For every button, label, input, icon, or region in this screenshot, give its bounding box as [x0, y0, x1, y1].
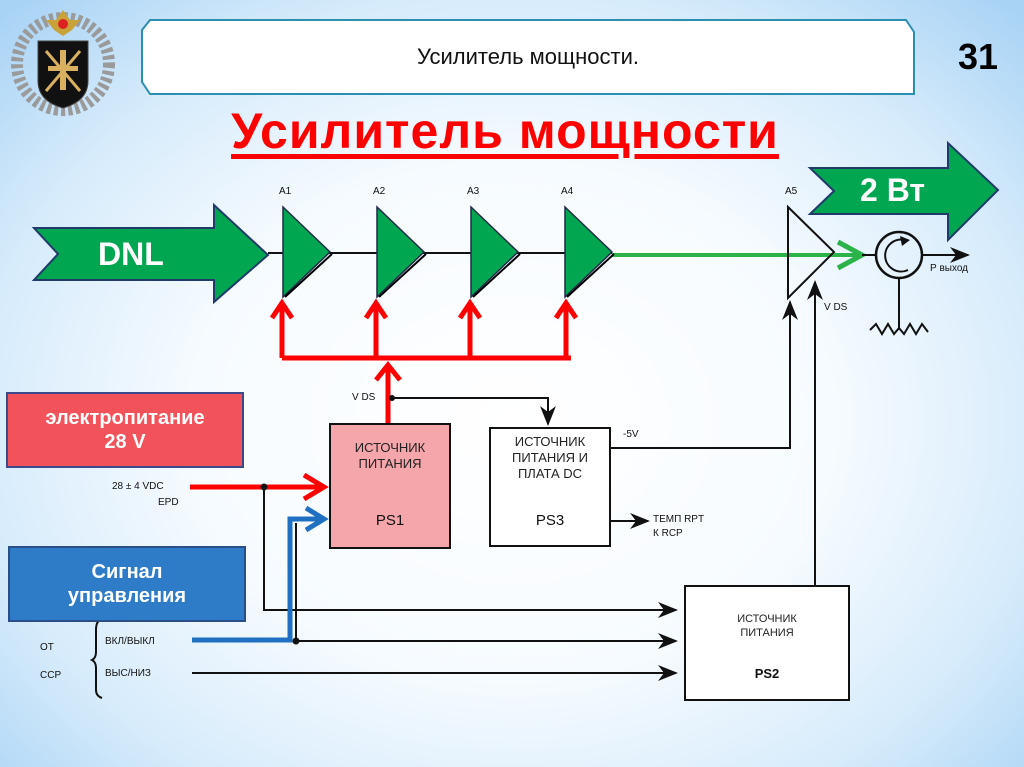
page-heading: Усилитель мощности — [231, 103, 779, 159]
ps2-title-line2: ПИТАНИЯ — [740, 627, 794, 639]
brace-icon — [89, 619, 103, 699]
ps3-title-line2: ПИТАНИЯ И — [512, 450, 588, 465]
supply-epd-label: EPD — [158, 497, 179, 508]
control-signal-info-box: Сигнал управления — [8, 546, 246, 622]
ps3-title: ИСТОЧНИК ПИТАНИЯ И ПЛАТА DC — [490, 434, 610, 482]
amp-label-a3: A3 — [467, 186, 480, 197]
output-arrow-label: 2 Вт — [860, 172, 926, 208]
temp-report-label: ТЕМП RPT — [653, 514, 705, 525]
temp-rcp-label: К RCP — [653, 528, 683, 539]
power-info-line2: 28 V — [104, 431, 146, 453]
ps3-block — [489, 427, 611, 547]
ps1-id: PS1 — [375, 512, 405, 529]
slide-number: 31 — [958, 36, 999, 77]
control-signal-on-off: ВКЛ/ВЫКЛ — [105, 636, 155, 647]
signal-info-line1: Сигнал — [91, 561, 163, 583]
ps3-neg-voltage-label: -5V — [623, 429, 639, 440]
control-source-label-1: ОТ — [40, 642, 54, 653]
amplifier-a5 — [787, 204, 836, 301]
amp-label-a5: A5 — [785, 186, 798, 197]
ps2-id: PS2 — [754, 666, 780, 681]
amp-label-a1: A1 — [279, 186, 292, 197]
ps3-id: PS3 — [535, 512, 565, 529]
ps1-title-line1: ИСТОЧНИК — [354, 440, 426, 455]
ps1-title: ИСТОЧНИК ПИТАНИЯ — [330, 440, 450, 472]
a5-vds-label: V DS — [824, 302, 848, 313]
ps1-title-line2: ПИТАНИЯ — [358, 456, 422, 471]
power-info-line1: электропитание — [45, 407, 205, 429]
output-power-label: Р выход — [930, 263, 969, 274]
ps3-title-line3: ПЛАТА DC — [517, 466, 583, 481]
bias-bus — [269, 298, 579, 424]
circulator-icon — [862, 230, 970, 336]
ps2-title: ИСТОЧНИК ПИТАНИЯ — [685, 612, 849, 640]
ps2-title-line1: ИСТОЧНИК — [737, 613, 797, 625]
slide-title: Усилитель мощности. — [417, 44, 639, 69]
signal-info-line2: управления — [67, 585, 187, 607]
output-arrow-2w — [807, 140, 1000, 243]
ps1-vds-label: V DS — [352, 392, 376, 403]
supply-voltage-label: 28 ± 4 VDC — [112, 481, 164, 492]
title-box — [141, 19, 915, 95]
ps2-block — [684, 585, 850, 701]
amplifier-a3 — [470, 205, 521, 299]
control-source-label-2: CCP — [40, 670, 62, 681]
input-arrow-label: DNL — [98, 236, 164, 272]
ps1-block — [329, 423, 451, 549]
ps3-title-line1: ИСТОЧНИК — [514, 434, 586, 449]
input-arrow-dnl — [31, 202, 270, 305]
amplifier-a1 — [282, 205, 333, 299]
amp-label-a2: A2 — [373, 186, 386, 197]
amplifier-a4 — [564, 205, 615, 299]
military-emblem-icon — [11, 10, 115, 116]
power-supply-info-box: электропитание 28 V — [6, 392, 244, 468]
amp-label-a4: A4 — [561, 186, 574, 197]
amplifier-a2 — [376, 205, 427, 299]
control-signal-high-low: ВЫС/НИЗ — [105, 668, 151, 679]
